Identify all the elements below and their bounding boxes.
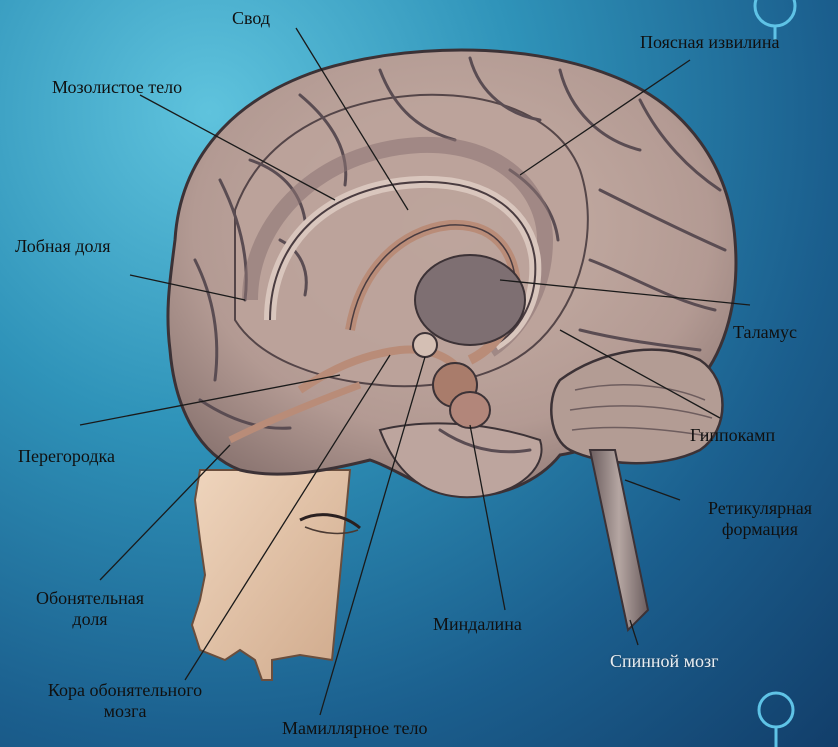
label-olfactory-cortex: Кора обонятельного мозга	[20, 680, 230, 722]
label-cingulate-gyrus: Поясная извилина	[640, 32, 779, 53]
label-hippocampus: Гиппокамп	[690, 425, 775, 446]
label-olfactory-cortex-line2: мозга	[20, 701, 230, 722]
label-olfactory-lobe-line2: доля	[15, 609, 165, 630]
label-thalamus: Таламус	[733, 322, 797, 343]
label-olfactory-cortex-line1: Кора обонятельного	[20, 680, 230, 701]
label-frontal-lobe: Лобная доля	[15, 236, 111, 257]
label-reticular-formation-line2: формация	[685, 519, 835, 540]
label-olfactory-lobe: Обонятельная доля	[15, 588, 165, 630]
leader-line-reticular	[625, 480, 680, 500]
label-amygdala: Миндалина	[433, 614, 522, 635]
label-spinal-cord: Спинной мозг	[610, 651, 719, 672]
label-reticular-formation: Ретикулярная формация	[685, 498, 835, 540]
spinal-cord	[590, 450, 648, 630]
label-svod: Свод	[232, 8, 270, 29]
face-profile	[192, 470, 360, 680]
label-olfactory-lobe-line1: Обонятельная	[15, 588, 165, 609]
label-corpus-callosum: Мозолистое тело	[52, 77, 182, 98]
label-mammillary-body: Мамиллярное тело	[282, 718, 427, 739]
ring-decoration-bottom	[759, 693, 793, 747]
label-reticular-formation-line1: Ретикулярная	[685, 498, 835, 519]
label-septum: Перегородка	[18, 446, 115, 467]
